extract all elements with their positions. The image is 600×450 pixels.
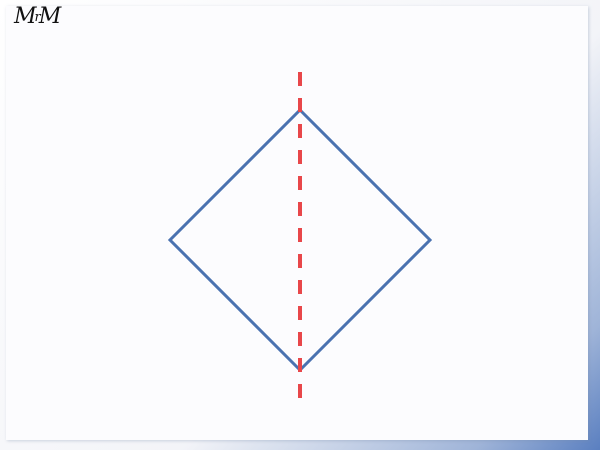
logo-letter-right: M — [38, 4, 62, 29]
maths-logo: MrM — [14, 4, 62, 29]
logo-letter-left: M — [14, 4, 37, 29]
logo-letter-mid: r — [34, 10, 41, 25]
